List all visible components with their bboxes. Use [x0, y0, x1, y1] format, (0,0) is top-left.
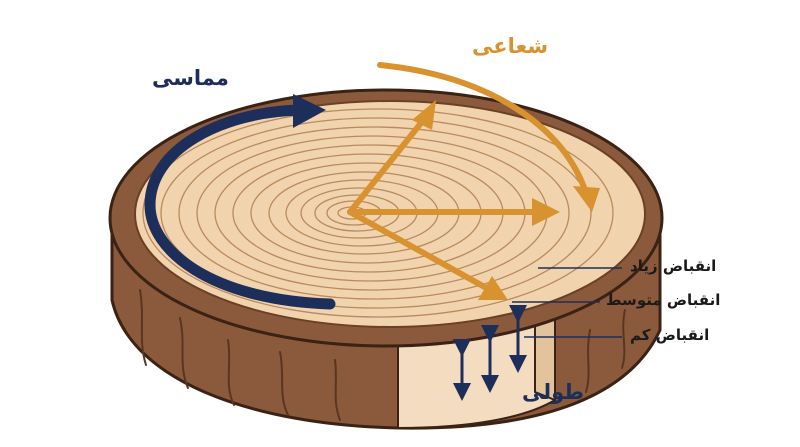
leader-lines: [512, 267, 622, 338]
shrinkage-high-label: انقباض زیاد: [630, 257, 717, 275]
radial-arrows: [347, 115, 543, 293]
radial-arrowhead-up: [412, 100, 436, 130]
radial-label: شعاعی: [472, 34, 548, 58]
radial-arrowhead-right: [532, 198, 560, 226]
longitudinal-arrows: [453, 305, 527, 401]
shrinkage-low-label: انقباض کم: [630, 326, 710, 344]
tangential-label: مماسی: [152, 66, 229, 90]
radial-outer-arc: [377, 62, 588, 193]
shrinkage-medium-label: انقباض متوسط: [606, 291, 721, 309]
longitudinal-label: طولی: [522, 380, 585, 404]
tangential-arrowhead: [293, 94, 326, 128]
radial-arrowhead-down: [478, 276, 508, 300]
radial-outer-arrowhead: [573, 186, 600, 212]
tangential-arrow: [144, 104, 336, 310]
